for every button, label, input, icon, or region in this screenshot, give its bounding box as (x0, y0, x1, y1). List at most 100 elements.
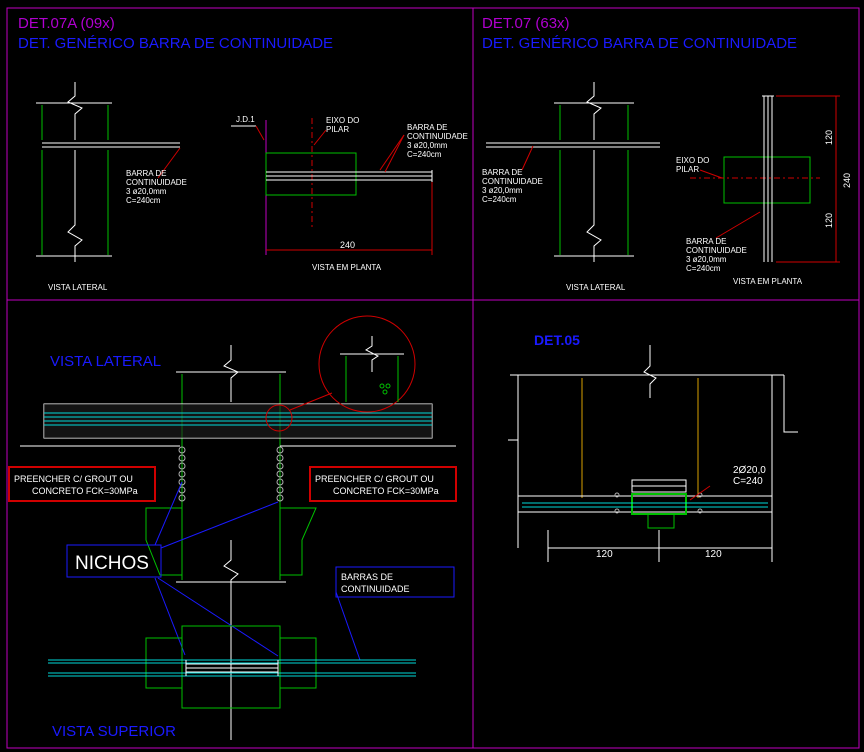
panel3-vista-superior: VISTA SUPERIOR (52, 723, 176, 740)
panel1-barra2-l3: 3 ø20,0mm (407, 141, 448, 150)
panel3-vista-lateral: VISTA LATERAL (50, 353, 161, 370)
panel2-vista-lateral: VISTA LATERAL (566, 283, 626, 292)
panel2-eixo-leader (699, 169, 723, 179)
panel1-dimension (266, 182, 433, 255)
panel1-barra2-l2: CONTINUIDADE (407, 132, 468, 141)
panel3-detail-content (340, 353, 404, 402)
panel3-grout-left-l2: CONCRETO FCK=30MPa (32, 486, 138, 496)
panel1-barra2-leader-2 (384, 134, 405, 173)
panel2-plan-pillar (723, 156, 811, 204)
panel3-break-top (223, 345, 239, 402)
panel4-bars (522, 502, 768, 508)
panel2-dim-top: 120 (824, 130, 834, 145)
panel1-jd-leader (255, 125, 265, 141)
panel3-barras-leader (335, 591, 361, 661)
panel3-detail-circle (318, 315, 416, 413)
panel2-dim-total: 240 (842, 173, 852, 188)
panel1-vista-planta: VISTA EM PLANTA (312, 263, 382, 272)
panel2-barra2-l2: CONTINUIDADE (686, 246, 747, 255)
panel4-title: DET.05 (534, 332, 580, 348)
panel1-barra2-l4: C=240cm (407, 150, 442, 159)
panel1-break-top (67, 82, 83, 140)
panel3-detail-break (365, 336, 379, 372)
panel3-grout-right (276, 446, 284, 502)
panel1-jd-label: J.D.1 (236, 115, 255, 124)
panel3-barras-l1: BARRAS DE (341, 572, 393, 582)
panel1-barra-l2: CONTINUIDADE (126, 178, 187, 187)
panel4-dimension (547, 530, 773, 562)
panel1-barra-l4: C=240cm (126, 196, 161, 205)
panel1-dim-240: 240 (340, 240, 355, 250)
panel2-barra2-l4: C=240cm (686, 264, 721, 273)
panel1-title-code: DET.07A (09x) (18, 15, 115, 32)
panel4-dim-right: 120 (705, 549, 722, 560)
panel3-grout-left-l1: PREENCHER C/ GROUT OU (14, 474, 133, 484)
panel2-barra2-l3: 3 ø20,0mm (686, 255, 727, 264)
panel1-leader (157, 147, 181, 179)
panel4-break (643, 345, 657, 398)
panel3-detail-leader (289, 392, 333, 411)
panel-det05: DET.05 (508, 332, 798, 562)
panel3-superior-bars (48, 659, 416, 677)
panel2-title-code: DET.07 (63x) (482, 15, 570, 32)
sheet-frame (6, 7, 860, 749)
panel3-break-axis (223, 540, 239, 740)
panel4-column (581, 378, 699, 498)
panel2-barra2-leader (715, 211, 761, 239)
panel2-vista-planta: VISTA EM PLANTA (733, 277, 803, 286)
panel3-grout-right-l2: CONCRETO FCK=30MPa (333, 486, 439, 496)
panel3-nichos-leaders (154, 481, 279, 657)
panel1-break-bottom (67, 150, 83, 262)
panel4-beam (508, 374, 798, 560)
panel1-barra2-leader (379, 134, 405, 171)
panel1-barra2-l1: BARRA DE (407, 123, 447, 132)
panel2-break-top (586, 82, 602, 140)
panel2-dimension (776, 95, 840, 263)
panel-det07: DET.07 (63x) DET. GENÉRICO BARRA DE CONT… (482, 15, 852, 292)
panel1-barra-l1: BARRA DE (126, 169, 166, 178)
panel3-corbel-left (145, 507, 183, 576)
panel2-title-desc: DET. GENÉRICO BARRA DE CONTINUIDADE (482, 35, 797, 52)
panel2-barra2-l1: BARRA DE (686, 237, 726, 246)
panel4-bar-leader (689, 485, 711, 501)
panel4-bar-l2: C=240 (733, 476, 763, 487)
panel1-lateral-column (36, 102, 112, 257)
panel2-break-bottom (586, 150, 602, 262)
panel3-grout-right-l1: PREENCHER C/ GROUT OU (315, 474, 434, 484)
panel-vista-lateral-superior: VISTA LATERAL (8, 315, 457, 740)
panel2-eixo-l2: PILAR (676, 165, 699, 174)
panel3-grout-label-left-box (8, 466, 156, 502)
panel1-title-desc: DET. GENÉRICO BARRA DE CONTINUIDADE (18, 35, 333, 52)
panel2-barra-l1: BARRA DE (482, 168, 522, 177)
panel1-eixo-l2: PILAR (326, 125, 349, 134)
panel4-dim-left: 120 (596, 549, 613, 560)
panel3-grout-label-right-box (309, 466, 457, 502)
panel3-corbel-right (279, 507, 317, 576)
panel4-bar-l1: 2Ø20,0 (733, 465, 766, 476)
panel2-barra-l2: CONTINUIDADE (482, 177, 543, 186)
panel3-barras-l2: CONTINUIDADE (341, 584, 410, 594)
panel1-barra-l3: 3 ø20,0mm (126, 187, 167, 196)
panel2-dim-bottom: 120 (824, 213, 834, 228)
panel4-pad (631, 493, 687, 515)
panel3-slab-bars (44, 412, 432, 426)
panel3-nichos: NICHOS (75, 553, 149, 574)
panel3-detail-marker (265, 404, 293, 432)
panel2-barra-l4: C=240cm (482, 195, 517, 204)
panel1-vista-lateral: VISTA LATERAL (48, 283, 108, 292)
panel1-plan-pillar (265, 152, 357, 196)
panel2-plan-bars (762, 95, 774, 262)
panel2-lateral-column (554, 102, 634, 257)
panel1-eixo-leader (313, 129, 327, 146)
panel3-nichos-box (66, 544, 162, 578)
panel1-eixo-l1: EIXO DO (326, 116, 359, 125)
panel-det07a: DET.07A (09x) DET. GENÉRICO BARRA DE CON… (18, 15, 468, 292)
panel3-superior-bars-white (185, 660, 279, 676)
panel3-barras-box (335, 566, 455, 598)
panel4-base (647, 513, 675, 529)
panel2-eixo-l1: EIXO DO (676, 156, 709, 165)
panel3-grout-left (178, 446, 186, 502)
panel2-barra-l3: 3 ø20,0mm (482, 186, 523, 195)
